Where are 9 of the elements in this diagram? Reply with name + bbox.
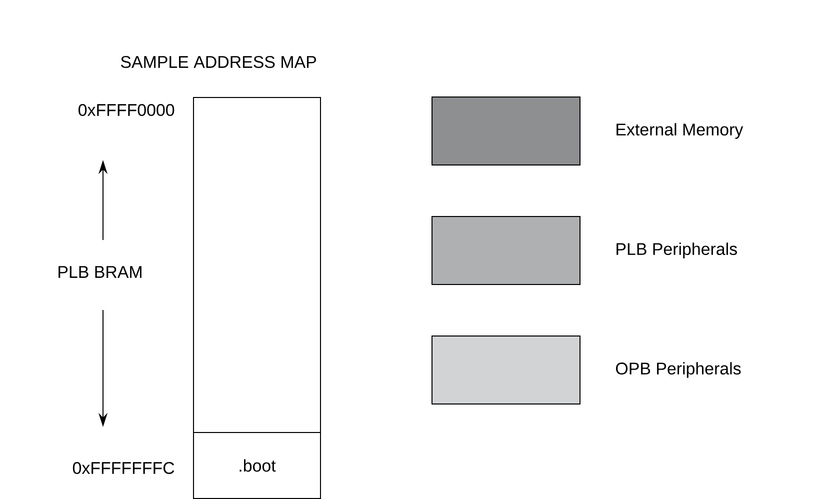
memory-region-box: [193, 97, 321, 433]
legend-label: OPB Peripherals: [616, 362, 741, 378]
legend-label: PLB Peripherals: [616, 242, 737, 258]
address-label: 0xFFFF0000: [78, 104, 174, 116]
address-label: 0xFFFFFFFC: [72, 462, 174, 474]
memory-region-box: .boot: [193, 432, 321, 499]
title: SAMPLE ADDRESS MAP: [120, 56, 316, 68]
region-label: PLB BRAM: [58, 266, 142, 278]
legend-label: External Memory: [616, 123, 744, 139]
